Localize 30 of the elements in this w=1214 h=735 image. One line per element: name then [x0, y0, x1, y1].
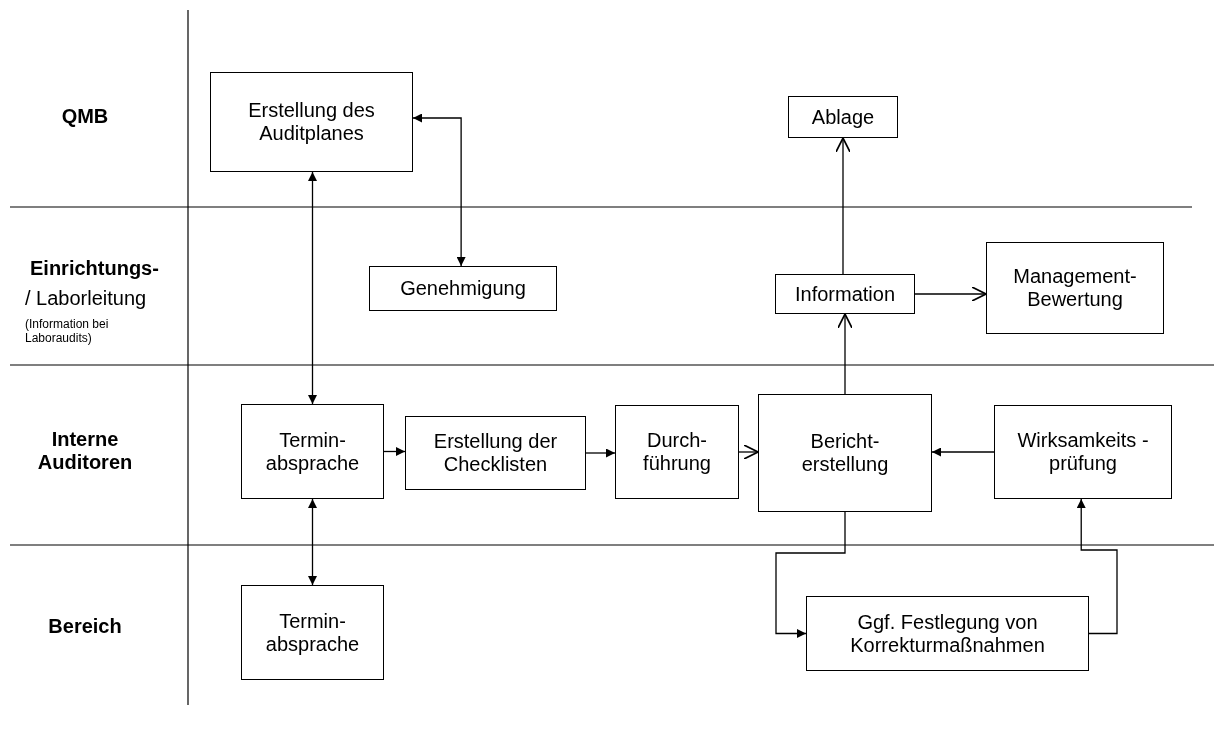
- process-box: Genehmigung: [369, 266, 557, 311]
- process-box: Management- Bewertung: [986, 242, 1164, 334]
- arrow: [931, 447, 995, 457]
- lane-note: (Information bei Laboraudits): [25, 318, 110, 346]
- arrow: [738, 444, 759, 460]
- process-box: Durch- führung: [615, 405, 739, 499]
- process-box: Wirksamkeits -prüfung: [994, 405, 1172, 499]
- arrow: [308, 171, 317, 405]
- arrow: [585, 448, 616, 458]
- arrow: [308, 498, 317, 586]
- process-box: Termin- absprache: [241, 585, 384, 680]
- arrow: [914, 286, 987, 302]
- process-box: Erstellung des Auditplanes: [210, 72, 413, 172]
- process-box: Ablage: [788, 96, 898, 138]
- lane-heading: Interne Auditoren: [36, 428, 134, 474]
- process-box: Bericht- erstellung: [758, 394, 932, 512]
- lane-heading: / Laborleitung: [25, 287, 148, 310]
- lane-heading: Bereich: [47, 615, 123, 638]
- process-box: Information: [775, 274, 915, 314]
- arrow: [383, 447, 406, 456]
- arrow: [1076, 498, 1118, 635]
- lane-heading: QMB: [60, 105, 110, 128]
- arrow: [837, 313, 853, 395]
- arrow: [835, 137, 851, 275]
- arrow: [775, 511, 846, 638]
- process-box: Ggf. Festlegung von Korrekturmaßnahmen: [806, 596, 1089, 671]
- process-box: Erstellung der Checklisten: [405, 416, 586, 490]
- lane-heading: Einrichtungs-: [30, 257, 160, 280]
- process-box: Termin- absprache: [241, 404, 384, 499]
- arrow: [412, 113, 466, 267]
